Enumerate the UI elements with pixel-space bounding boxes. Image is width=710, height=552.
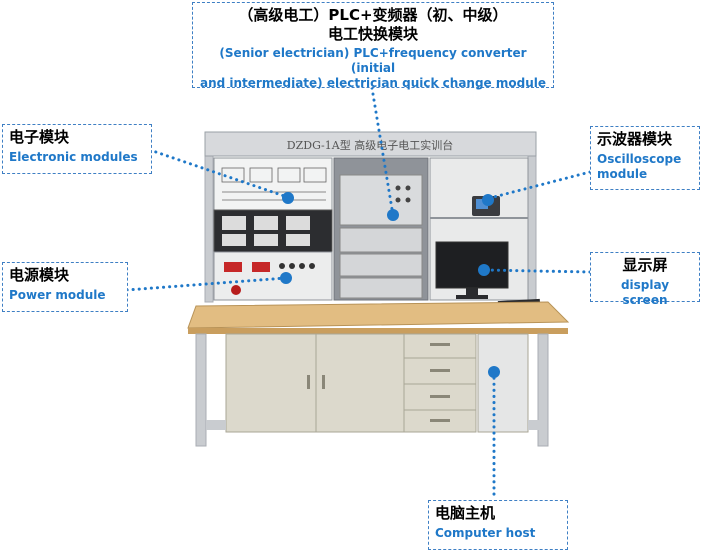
lower-cabinet [225, 333, 477, 433]
power-module-panel [213, 251, 333, 301]
computer-host-compartment [477, 333, 529, 433]
marker-dot-electronic [282, 192, 294, 204]
callout-electronic-zh: 电子模块 [9, 128, 70, 146]
callout-power-module: 电源模块 Power module [2, 262, 128, 312]
callout-computer-en: Computer host [435, 526, 536, 540]
desk-leg-right [537, 333, 549, 447]
display-monitor [435, 241, 509, 289]
frame-post-left [204, 131, 214, 303]
leader-line-electronic [148, 148, 292, 200]
marker-dot-computer [488, 366, 500, 378]
marker-dot-display [478, 264, 490, 276]
callout-electronic-modules: 电子模块 Electronic modules [2, 124, 152, 174]
marker-dot-top [387, 209, 399, 221]
callout-display-zh: 显示屏 [622, 256, 668, 274]
desk-top [187, 301, 570, 329]
callout-oscilloscope-zh: 示波器模块 [597, 130, 673, 148]
leader-line-power [125, 276, 288, 292]
leader-line-oscilloscope [488, 170, 592, 200]
panel-title-banner [204, 131, 537, 157]
callout-oscilloscope-module: 示波器模块 Oscilloscope module [590, 126, 700, 190]
callout-oscilloscope-en-line2: module [597, 167, 648, 181]
callout-power-zh: 电源模块 [9, 266, 70, 284]
electronic-module-panel [213, 157, 333, 211]
callout-plc-title-line2: 电工快换模块 [327, 25, 418, 43]
callout-plc-subtitle-line1: (Senior electrician) PLC+frequency conve… [219, 46, 527, 75]
callout-display-screen: 显示屏 display screen [590, 252, 700, 307]
callout-display-en: display screen [620, 278, 670, 307]
callout-power-en: Power module [9, 288, 106, 302]
callout-computer-host: 电脑主机 Computer host [428, 500, 568, 550]
callout-plc-module: （高级电工）PLC+变频器（初、中级） 电工快换模块 (Senior elect… [192, 2, 554, 90]
callout-plc-subtitle-line2: and intermediate) electrician quick chan… [199, 76, 546, 90]
callout-computer-zh: 电脑主机 [435, 504, 496, 522]
desk-leg-left [195, 333, 207, 447]
marker-dot-oscilloscope [482, 194, 494, 206]
leader-line-display [482, 268, 592, 274]
callout-oscilloscope-en-line1: Oscilloscope [597, 152, 682, 166]
panel-title: DZDG-1A型 高级电子电工实训台 [287, 138, 453, 152]
callout-electronic-en: Electronic modules [9, 150, 138, 164]
marker-dot-power [280, 272, 292, 284]
callout-plc-title-line1: （高级电工）PLC+变频器（初、中级） [238, 6, 508, 24]
frame-post-right [527, 131, 537, 303]
